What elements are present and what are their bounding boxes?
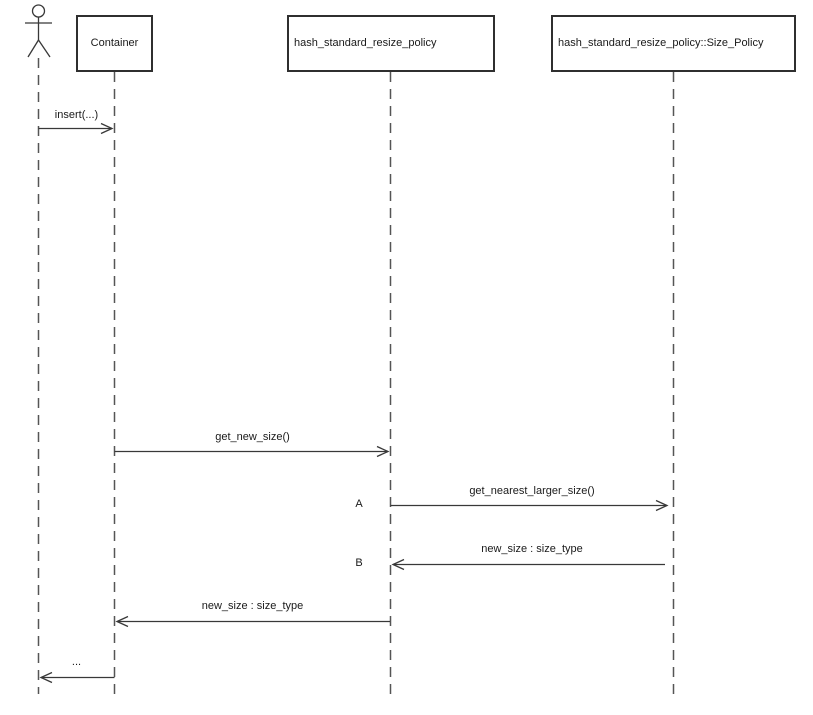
actor-right-leg bbox=[37, 39, 51, 58]
message-marker-b: B bbox=[355, 557, 363, 569]
participant-box-container: Container bbox=[76, 15, 153, 72]
actor-icon bbox=[25, 4, 52, 58]
arrowhead-left-icon bbox=[39, 671, 53, 684]
message-label-new-size-b: new_size : size_type bbox=[481, 543, 583, 555]
participant-label: hash_standard_resize_policy bbox=[294, 37, 437, 49]
message-label-get-new-size: get_new_size() bbox=[215, 431, 290, 443]
message-arrow-new-size-return bbox=[115, 615, 390, 628]
participant-box-hash-standard-resize-policy: hash_standard_resize_policy bbox=[287, 15, 495, 72]
arrowhead-left-icon bbox=[115, 615, 129, 628]
arrowhead-right-icon bbox=[100, 122, 114, 135]
arrowhead-right-icon bbox=[655, 499, 669, 512]
message-arrow-ellipsis-return bbox=[39, 671, 115, 684]
message-arrow-new-size-return-b bbox=[391, 558, 665, 571]
message-arrow-get-new-size bbox=[114, 445, 390, 458]
arrowhead-left-icon bbox=[391, 558, 405, 571]
actor-left-leg bbox=[27, 39, 40, 58]
message-label-insert: insert(...) bbox=[54, 109, 99, 121]
actor-head bbox=[31, 4, 46, 18]
message-arrow-get-nearest-larger-size bbox=[390, 499, 669, 512]
participant-label: Container bbox=[90, 37, 139, 49]
participant-label: hash_standard_resize_policy::Size_Policy bbox=[558, 37, 764, 49]
participant-box-size-policy: hash_standard_resize_policy::Size_Policy bbox=[551, 15, 796, 72]
message-arrow-insert bbox=[38, 122, 114, 135]
arrowhead-right-icon bbox=[376, 445, 390, 458]
message-label-get-nearest-larger-size: get_nearest_larger_size() bbox=[469, 485, 595, 497]
message-marker-a: A bbox=[355, 498, 363, 510]
message-label-ellipsis: ... bbox=[71, 656, 82, 668]
message-label-new-size-return: new_size : size_type bbox=[201, 600, 304, 612]
